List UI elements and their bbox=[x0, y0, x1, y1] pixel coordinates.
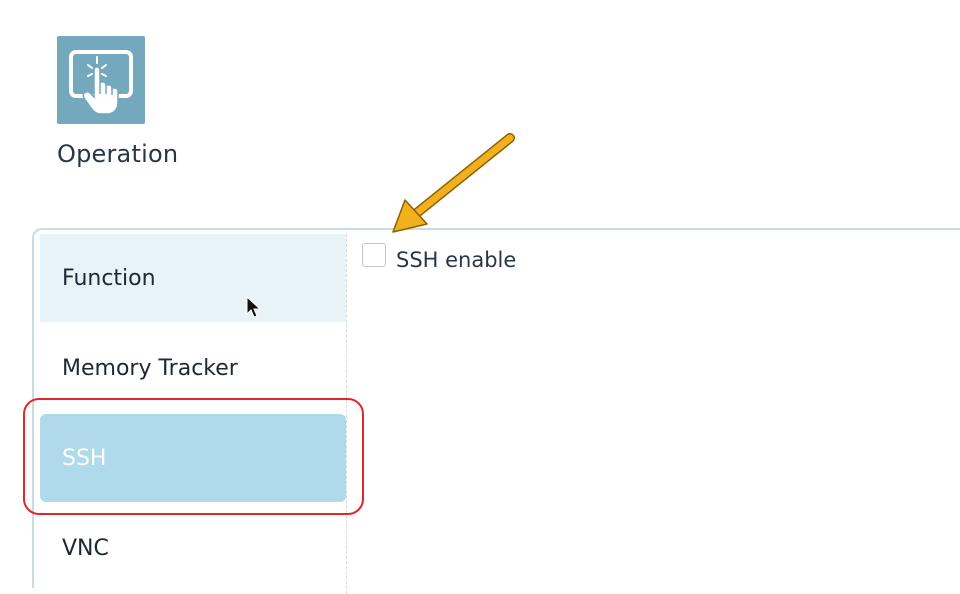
operation-app-icon bbox=[57, 36, 145, 124]
page-title: Operation bbox=[57, 140, 179, 168]
ssh-enable-label[interactable]: SSH enable bbox=[396, 248, 517, 272]
sidebar-item-label: Function bbox=[62, 265, 156, 291]
settings-panel: Function Memory Tracker SSH VNC bbox=[32, 228, 960, 594]
sidebar-item-function[interactable]: Function bbox=[40, 234, 346, 322]
sidebar-item-ssh[interactable]: SSH bbox=[40, 414, 346, 502]
arrow-annotation-icon bbox=[392, 133, 515, 233]
sidebar-item-label: VNC bbox=[62, 535, 109, 561]
sidebar-item-vnc[interactable]: VNC bbox=[40, 504, 346, 592]
sidebar: Function Memory Tracker SSH VNC bbox=[40, 234, 347, 594]
touch-gesture-icon bbox=[69, 50, 133, 115]
sidebar-item-memory-tracker[interactable]: Memory Tracker bbox=[40, 324, 346, 412]
sidebar-item-label: SSH bbox=[62, 445, 107, 471]
ssh-enable-checkbox[interactable] bbox=[362, 243, 386, 267]
ssh-enable-row: SSH enable bbox=[362, 238, 516, 272]
sidebar-item-label: Memory Tracker bbox=[62, 355, 238, 381]
